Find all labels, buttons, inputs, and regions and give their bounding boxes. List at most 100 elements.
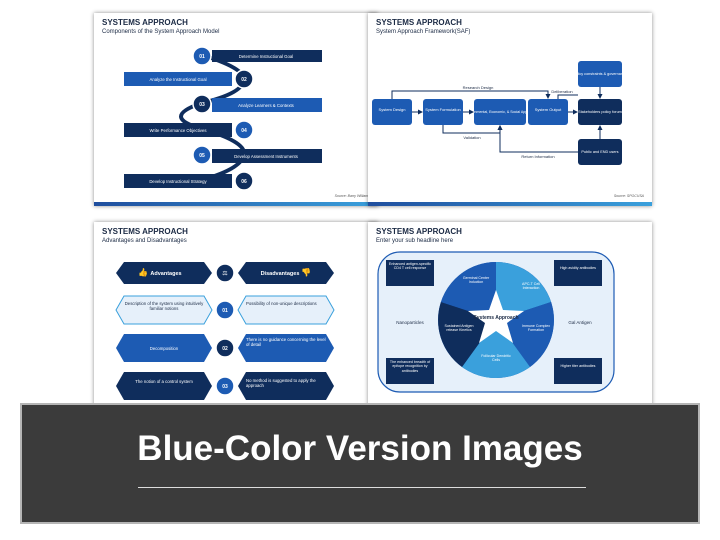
step-badge bbox=[234, 171, 254, 191]
public-box bbox=[578, 139, 622, 165]
box-label: Policy constraints & governance bbox=[573, 72, 627, 76]
validation-arrow bbox=[442, 125, 503, 134]
corner-text: Enhanced antigen-specific CD4 T cell res… bbox=[388, 262, 432, 271]
segment-label: Germinal Center Induction bbox=[462, 276, 490, 285]
box-label: Environmental, Economic, & Social Apprai… bbox=[464, 110, 536, 114]
disadvantages-header bbox=[238, 262, 334, 284]
segment-label: Sustained Antigen release Kinetics bbox=[444, 324, 474, 333]
corner-box bbox=[554, 260, 602, 286]
advantage-row bbox=[115, 295, 213, 325]
slide-subtitle: Advantages and Disadvantages bbox=[102, 238, 187, 244]
flow-label: Return Information bbox=[521, 154, 554, 159]
flow-label: Research Design bbox=[463, 85, 494, 90]
system-design-box bbox=[372, 99, 412, 125]
row-badge bbox=[215, 338, 235, 358]
flow-label: Validation bbox=[463, 135, 480, 140]
step-badge bbox=[192, 46, 212, 66]
advantage-text: Decomposition bbox=[150, 346, 179, 351]
step-number: 06 bbox=[241, 179, 247, 185]
disadvantage-row bbox=[238, 372, 334, 400]
step-label: Write Performance Objectives bbox=[150, 128, 207, 133]
slide-subtitle: Enter your sub headline here bbox=[376, 238, 454, 244]
step-banner bbox=[124, 123, 232, 137]
box-label: Stakeholders policy forum bbox=[578, 110, 622, 114]
step-number: 04 bbox=[241, 128, 247, 134]
step-label: Develop Instructional Strategy bbox=[149, 179, 207, 184]
advantage-row bbox=[116, 334, 212, 362]
step-number: 01 bbox=[199, 54, 205, 60]
research-design-arrow bbox=[391, 90, 551, 99]
slide-footer-bar bbox=[368, 202, 652, 206]
segment-apc bbox=[496, 262, 551, 320]
advantage-row bbox=[116, 372, 212, 400]
disadvantage-text: There is no guidance concerning the leve… bbox=[246, 337, 326, 348]
step-badge bbox=[192, 145, 212, 165]
disadvantage-text: Possibility of non-unique descriptions bbox=[246, 301, 317, 306]
flow-label: Deliberation bbox=[551, 89, 572, 94]
step-badge bbox=[234, 120, 254, 140]
center-star bbox=[468, 290, 524, 343]
step-row-02: Analyze the Instructional Goal 02 bbox=[124, 69, 254, 89]
corner-text: High avidity antibodies bbox=[560, 266, 596, 270]
disadvantages-label: Disadvantages bbox=[261, 271, 300, 277]
advantages-header bbox=[116, 262, 212, 284]
step-number: 03 bbox=[199, 102, 205, 108]
slide-subtitle: Components of the System Approach Model bbox=[102, 29, 220, 35]
corner-box bbox=[386, 358, 434, 384]
center-label: Systems Approach bbox=[473, 315, 518, 321]
advantages-label: Advantages bbox=[150, 271, 181, 277]
system-formulation-box bbox=[423, 99, 463, 125]
slide-thumbnail-1[interactable]: SYSTEMS APPROACH Components of the Syste… bbox=[94, 13, 378, 206]
row-badge bbox=[215, 300, 235, 320]
step-row-01: Determine Instructional Goal 01 bbox=[192, 46, 322, 66]
row-number: 02 bbox=[222, 346, 228, 352]
step-banner bbox=[212, 149, 322, 163]
disadvantage-row bbox=[238, 334, 334, 362]
step-number: 02 bbox=[241, 77, 247, 83]
step-row-04: Write Performance Objectives 04 bbox=[124, 120, 254, 140]
slide-footer-bar bbox=[94, 202, 378, 206]
step-badge bbox=[192, 94, 212, 114]
banner-underline bbox=[138, 487, 586, 488]
policy-box bbox=[578, 61, 622, 87]
deliberation-arrow bbox=[557, 94, 578, 99]
system-output-box bbox=[528, 99, 568, 125]
step-number: 05 bbox=[199, 153, 205, 159]
thumbs-down-icon: 👎 bbox=[301, 268, 311, 277]
slide-subtitle: System Approach Framework(SAF) bbox=[376, 29, 471, 35]
stakeholders-box bbox=[578, 99, 622, 125]
version-banner: Blue-Color Version Images bbox=[20, 403, 700, 524]
thumbs-up-icon: 👍 bbox=[138, 267, 148, 277]
slide-thumbnail-3[interactable]: SYSTEMS APPROACH Advantages and Disadvan… bbox=[94, 222, 378, 415]
step-row-03: Analyze Learners & Contexts 03 bbox=[192, 94, 322, 114]
segment-label: APC-T Cell Interaction bbox=[522, 282, 540, 291]
slide-thumbnail-4[interactable]: SYSTEMS APPROACH Enter your sub headline… bbox=[368, 222, 652, 415]
banner-title: Blue-Color Version Images bbox=[137, 429, 583, 468]
framework-diagram: System Design System Formulation Environ… bbox=[372, 61, 627, 165]
balance-glyph: ⚖ bbox=[222, 270, 228, 277]
slide-title: SYSTEMS APPROACH bbox=[102, 227, 188, 236]
slide-title: SYSTEMS APPROACH bbox=[376, 227, 462, 236]
environmental-box bbox=[474, 99, 526, 125]
advantages-diagram: 👍 Advantages ⚖ Disadvantages 👎 Descripti… bbox=[115, 262, 335, 400]
side-label: Gal Antigen bbox=[568, 320, 592, 325]
step-banner bbox=[124, 174, 232, 188]
box-label: Public and END users bbox=[581, 150, 618, 154]
box-label: System Output bbox=[535, 107, 562, 112]
star-diagram: Systems Approach Germinal Center Inducti… bbox=[377, 251, 615, 393]
step-label: Analyze the Instructional Goal bbox=[149, 77, 206, 82]
step-label: Analyze Learners & Contexts bbox=[238, 103, 294, 108]
corner-text: The enhanced breadth of epitope recognit… bbox=[389, 360, 431, 373]
slide-thumbnail-2[interactable]: SYSTEMS APPROACH System Approach Framewo… bbox=[368, 13, 652, 206]
row-badge bbox=[215, 376, 235, 396]
segment-label: Immune Complex Formation bbox=[521, 324, 551, 333]
segment-follicular bbox=[462, 320, 530, 379]
step-label: Determine Instructional Goal bbox=[239, 54, 293, 59]
step-banner bbox=[212, 98, 322, 112]
step-banner bbox=[124, 72, 232, 86]
side-label: Nanoparticles bbox=[396, 320, 424, 325]
slide-title: SYSTEMS APPROACH bbox=[376, 18, 462, 27]
corner-box bbox=[554, 358, 602, 384]
step-banner bbox=[212, 50, 322, 62]
return-information-arrow bbox=[497, 125, 578, 153]
